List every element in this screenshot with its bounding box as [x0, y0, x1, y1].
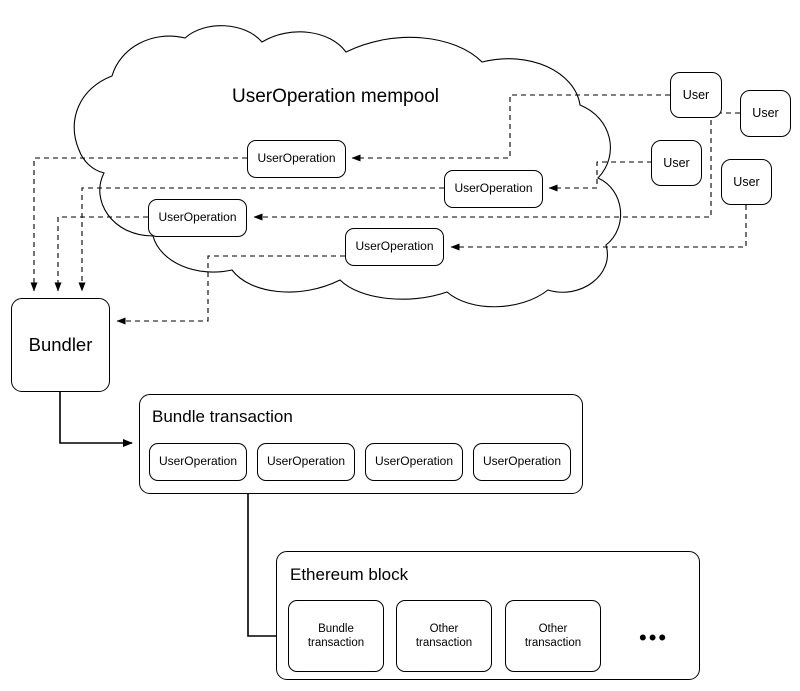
block-transaction-2-line1: Other	[429, 622, 459, 635]
bundle-userop-3[interactable]: UserOperation	[365, 443, 463, 481]
block-transaction-3-line1: Other	[538, 622, 568, 635]
user-node-2[interactable]: User	[740, 90, 791, 137]
bundle-userop-4[interactable]: UserOperation	[473, 443, 571, 481]
mempool-userop-2-label: UserOperation	[454, 181, 533, 196]
bundler-label: Bundler	[28, 334, 93, 356]
mempool-cloud-shape	[73, 25, 622, 308]
wire-user3-to-userop2	[548, 161, 652, 192]
user-node-4[interactable]: User	[721, 159, 772, 205]
user-node-4-label: User	[733, 174, 760, 189]
mempool-userop-3[interactable]: UserOperation	[148, 199, 247, 237]
block-transaction-2-line2: transaction	[415, 637, 473, 649]
block-more-transactions-ellipsis: •••	[639, 625, 669, 650]
mempool-userop-4[interactable]: UserOperation	[345, 228, 444, 266]
mempool-userop-1-label: UserOperation	[257, 151, 336, 166]
bundle-userop-3-label: UserOperation	[374, 454, 454, 469]
wire-user4-to-userop4	[450, 205, 747, 251]
block-transaction-2[interactable]: Other transaction	[396, 600, 492, 672]
user-node-3-label: User	[663, 155, 690, 170]
wire-userop3-to-bundler	[54, 216, 148, 292]
ethereum-block-title: Ethereum block	[290, 565, 409, 584]
user-node-3[interactable]: User	[651, 140, 702, 186]
bundle-userop-1-label: UserOperation	[158, 454, 238, 469]
bundle-transaction-title: Bundle transaction	[152, 407, 293, 426]
user-node-1[interactable]: User	[670, 72, 722, 118]
bundle-userop-1[interactable]: UserOperation	[149, 443, 247, 481]
bundle-userop-2[interactable]: UserOperation	[257, 443, 355, 481]
bundler-node[interactable]: Bundler	[11, 298, 110, 392]
wire-bundler-to-bundle-transaction	[59, 392, 133, 447]
wire-userop4-to-bundler	[116, 255, 345, 325]
mempool-userop-4-label: UserOperation	[355, 239, 434, 254]
mempool-cloud-label: UserOperation mempool	[232, 86, 439, 107]
block-transaction-3-line2: transaction	[524, 637, 582, 649]
mempool-userop-3-label: UserOperation	[158, 210, 237, 225]
user-node-2-label: User	[752, 106, 779, 121]
bundle-userop-4-label: UserOperation	[482, 454, 562, 469]
user-node-1-label: User	[682, 87, 710, 102]
block-transaction-3[interactable]: Other transaction	[505, 600, 601, 672]
bundle-userop-2-label: UserOperation	[266, 454, 346, 469]
block-transaction-1[interactable]: Bundle transaction	[288, 600, 384, 672]
block-transaction-1-line1: Bundle	[318, 622, 354, 635]
mempool-userop-1[interactable]: UserOperation	[247, 140, 346, 178]
block-transaction-1-line2: transaction	[307, 637, 365, 649]
mempool-userop-2[interactable]: UserOperation	[444, 170, 543, 208]
